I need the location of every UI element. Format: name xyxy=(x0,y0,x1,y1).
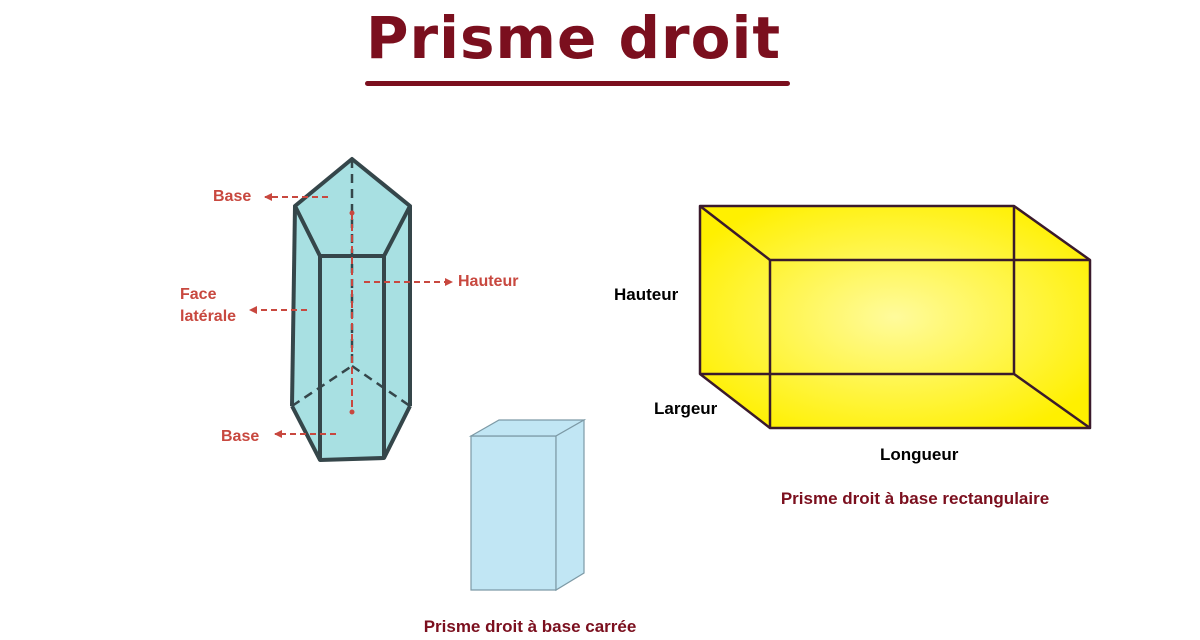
title-underline xyxy=(365,81,790,86)
square-prism-front-face xyxy=(470,435,557,591)
square-prism: Prisme droit à base carrée xyxy=(424,418,637,636)
top-base-outline xyxy=(293,157,412,258)
label-longueur: Longueur xyxy=(880,445,959,464)
label-hauteur-rect: Hauteur xyxy=(614,285,679,304)
label-largeur: Largeur xyxy=(654,399,718,418)
back-bottom-edges xyxy=(700,372,1091,430)
left-edge xyxy=(290,205,297,407)
rectangular-prism-body xyxy=(700,206,1090,428)
rectangular-prism-edges xyxy=(698,204,1092,430)
height-indicator xyxy=(349,210,355,415)
label-base-bottom: Base xyxy=(221,428,259,445)
label-hauteur: Hauteur xyxy=(458,273,518,290)
caption-square-prism: Prisme droit à base carrée xyxy=(424,617,637,636)
label-base-top: Base xyxy=(213,188,251,205)
square-prism-side-face xyxy=(555,418,585,592)
annotation-arrows xyxy=(249,193,453,438)
label-face-line1: Face xyxy=(180,286,217,303)
height-top-point xyxy=(349,210,355,216)
page-title: Prisme droit xyxy=(366,4,782,72)
label-face-line2: latérale xyxy=(180,308,236,325)
pentagonal-prism: Base Face latérale Hauteur Base xyxy=(180,157,518,462)
hidden-base-edge-right xyxy=(351,364,411,408)
caption-rectangular-prism: Prisme droit à base rectangulaire xyxy=(781,489,1049,508)
rectangular-prism: Hauteur Largeur Longueur Prisme droit à … xyxy=(614,204,1092,508)
height-bottom-point xyxy=(349,409,355,415)
